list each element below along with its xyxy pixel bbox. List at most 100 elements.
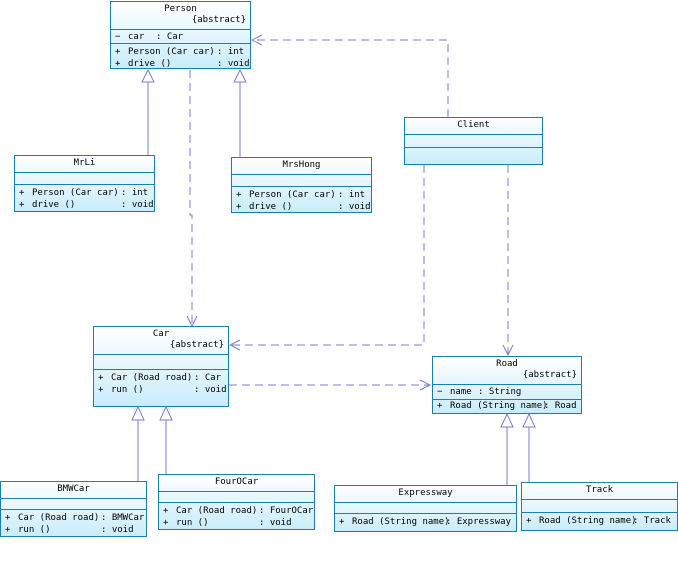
class-fourocar-header: FourOCar bbox=[159, 475, 314, 492]
dependency-client-person-arrow bbox=[250, 34, 263, 46]
class-car-header: Car {abstract} bbox=[94, 327, 228, 355]
attribute-row: − car : Car bbox=[111, 31, 250, 43]
visibility-marker: − bbox=[115, 32, 121, 42]
attributes-compartment bbox=[405, 135, 542, 148]
operation-return-type: : void bbox=[194, 385, 227, 395]
operation-return-type: : void bbox=[101, 525, 134, 535]
attributes-compartment bbox=[1, 499, 146, 510]
generalization-expressway-road-head bbox=[500, 412, 514, 428]
operation-name: drive () bbox=[32, 200, 76, 210]
operation-name: drive () bbox=[249, 202, 293, 212]
visibility-marker: + bbox=[236, 190, 242, 200]
operations-compartment bbox=[405, 148, 542, 164]
class-name: MrsHong bbox=[282, 160, 321, 170]
class-person-header: Person {abstract} bbox=[111, 2, 250, 30]
operations-compartment: + Car (Road road) : FourOCar + run () : … bbox=[159, 503, 314, 530]
attribute-name: name bbox=[450, 387, 472, 397]
operation-name: Car (Road road) bbox=[111, 373, 193, 383]
class-stereotype: {abstract} bbox=[522, 370, 577, 380]
operation-return-type: : int bbox=[121, 188, 149, 198]
operation-row: + drive () : void bbox=[15, 199, 154, 211]
generalization-mrli-person-head bbox=[141, 68, 155, 83]
operation-return-type: : FourOCar bbox=[259, 506, 314, 516]
class-name: FourOCar bbox=[214, 477, 259, 487]
visibility-marker: + bbox=[5, 513, 11, 523]
operation-return-type: : Track bbox=[633, 516, 671, 526]
operation-return-type: : Expressway bbox=[446, 517, 512, 527]
class-bmwcar-header: BMWCar bbox=[1, 482, 146, 499]
operation-name: Road (String name) bbox=[450, 401, 548, 411]
attributes-compartment: − car : Car bbox=[111, 30, 250, 44]
attributes-compartment bbox=[232, 175, 371, 187]
class-name: Car bbox=[152, 329, 170, 339]
operations-compartment: + Road (String name) : Road bbox=[433, 400, 581, 413]
operation-name: Person (Car car) bbox=[249, 190, 336, 200]
visibility-marker: + bbox=[163, 518, 169, 528]
operation-row: + Car (Road road) : BMWCar bbox=[1, 512, 146, 524]
visibility-marker: + bbox=[19, 200, 25, 210]
operation-name: Person (Car car) bbox=[32, 188, 119, 198]
class-person[interactable]: Person {abstract} − car : Car + Person (… bbox=[110, 1, 251, 69]
operation-name: run () bbox=[176, 518, 209, 528]
class-name: BMWCar bbox=[57, 484, 90, 494]
dependency-client-road-arrow bbox=[502, 344, 514, 357]
operation-return-type: : int bbox=[338, 190, 366, 200]
operations-compartment: + Road (String name) : Expressway bbox=[335, 514, 516, 529]
visibility-marker: + bbox=[526, 516, 532, 526]
operations-compartment: + Person (Car car) : int + drive () : vo… bbox=[232, 187, 371, 214]
class-name: MrLi bbox=[73, 158, 96, 168]
operation-row: + Person (Car car) : int bbox=[15, 187, 154, 199]
class-mrli[interactable]: MrLi + Person (Car car) : int + drive ()… bbox=[14, 155, 155, 212]
operation-name: Road (String name) bbox=[539, 516, 637, 526]
operation-row: + Road (String name) : Road bbox=[433, 400, 581, 412]
operation-row: + drive () : void bbox=[232, 201, 371, 213]
operation-row: + drive () : void bbox=[111, 58, 250, 70]
dependency-client-car-arrow bbox=[228, 339, 241, 351]
operation-return-type: : int bbox=[217, 47, 245, 57]
operation-return-type: : BMWCar bbox=[101, 513, 145, 523]
dependency-client-car bbox=[230, 165, 425, 346]
operation-return-type: : void bbox=[217, 59, 250, 69]
attribute-type: : Car bbox=[156, 32, 184, 42]
attributes-compartment: − name : String bbox=[433, 385, 581, 400]
class-stereotype: {abstract} bbox=[169, 340, 224, 350]
attribute-type: : String bbox=[478, 387, 522, 397]
attributes-compartment bbox=[159, 492, 314, 503]
class-car[interactable]: Car {abstract} + Car (Road road) : Car +… bbox=[93, 326, 229, 407]
generalization-fourocar-car-head bbox=[159, 405, 173, 421]
visibility-marker: + bbox=[98, 373, 104, 383]
class-client[interactable]: Client bbox=[404, 117, 543, 165]
operation-row: + run () : void bbox=[159, 517, 314, 529]
visibility-marker: + bbox=[236, 202, 242, 212]
visibility-marker: + bbox=[115, 59, 121, 69]
class-name: Road bbox=[496, 359, 518, 369]
class-expressway[interactable]: Expressway + Road (String name) : Expres… bbox=[334, 485, 517, 532]
operation-return-type: : Car bbox=[194, 373, 222, 383]
visibility-marker: + bbox=[163, 506, 169, 516]
class-track-header: Track bbox=[522, 483, 677, 500]
class-track[interactable]: Track + Road (String name) : Track bbox=[521, 482, 678, 531]
class-road-header: Road {abstract} bbox=[433, 357, 581, 385]
visibility-marker: − bbox=[437, 387, 443, 397]
operation-name: run () bbox=[18, 525, 51, 535]
class-name: Expressway bbox=[398, 488, 453, 498]
operations-compartment: + Car (Road road) : BMWCar + run () : vo… bbox=[1, 510, 146, 537]
class-fourocar[interactable]: FourOCar + Car (Road road) : FourOCar + … bbox=[158, 474, 315, 530]
class-road[interactable]: Road {abstract} − name : String + Road (… bbox=[432, 356, 582, 414]
attributes-compartment bbox=[94, 355, 228, 370]
visibility-marker: + bbox=[437, 401, 443, 411]
dependency-person-car bbox=[189, 70, 193, 326]
class-name: Person bbox=[164, 4, 197, 14]
operation-row: + Road (String name) : Track bbox=[522, 515, 677, 527]
class-bmwcar[interactable]: BMWCar + Car (Road road) : BMWCar + run … bbox=[0, 481, 147, 537]
operation-return-type: : void bbox=[121, 200, 154, 210]
operations-compartment: + Person (Car car) : int + drive () : vo… bbox=[111, 44, 250, 71]
visibility-marker: + bbox=[5, 525, 11, 535]
operation-name: Car (Road road) bbox=[18, 513, 100, 523]
class-stereotype: {abstract} bbox=[191, 15, 246, 25]
dependency-car-road-arrow bbox=[419, 379, 432, 391]
class-name: Client bbox=[457, 120, 490, 130]
class-mrshong[interactable]: MrsHong + Person (Car car) : int + drive… bbox=[231, 157, 372, 213]
class-mrshong-header: MrsHong bbox=[232, 158, 371, 175]
visibility-marker: + bbox=[19, 188, 25, 198]
